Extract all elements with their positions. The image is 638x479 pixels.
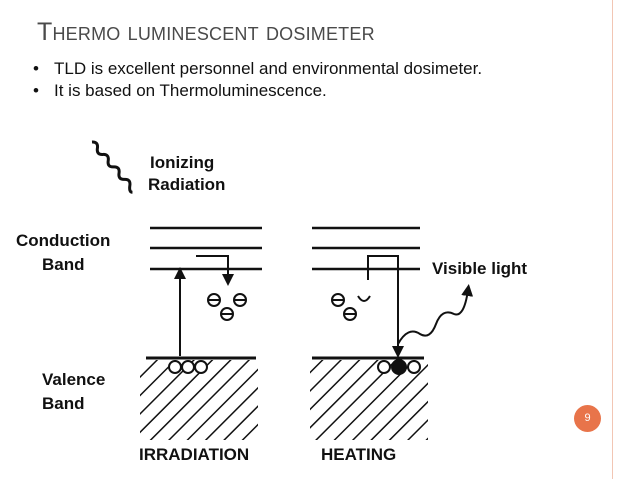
visible-light-label: Visible light — [432, 259, 527, 278]
bullet-text: TLD is excellent personnel and environme… — [54, 59, 483, 78]
heating-panel: Visible light HEATING — [310, 226, 527, 464]
release-arrow — [367, 255, 404, 358]
page-number-badge: 9 — [574, 405, 601, 432]
radiation-label: Radiation — [148, 175, 225, 194]
bullet-list: • TLD is excellent personnel and environ… — [32, 58, 552, 102]
trapped-electron-icon — [207, 293, 247, 321]
trap-arrow — [196, 255, 234, 286]
slide-title: Thermo luminescent dosimeter — [37, 18, 375, 46]
hole-icon — [168, 360, 208, 374]
bullet-item: • It is based on Thermoluminescence. — [32, 80, 552, 102]
bullet-icon: • — [33, 59, 39, 78]
irradiation-label: IRRADIATION — [139, 445, 249, 464]
radiation-wave-icon — [91, 140, 133, 194]
conduction-label: Conduction — [16, 231, 110, 250]
heating-label: HEATING — [321, 445, 396, 464]
conduction-band-label: Band — [42, 255, 85, 274]
recombination-icon — [377, 359, 421, 375]
irradiation-panel: IRRADIATION — [139, 226, 262, 464]
trapped-electron-icon — [331, 293, 371, 321]
valence-band-hatch — [310, 360, 428, 440]
tld-band-diagram: Ionizing Radiation Conduction Band Valen… — [16, 140, 527, 464]
ionizing-label: Ionizing — [150, 153, 214, 172]
valence-band-label: Band — [42, 394, 85, 413]
right-edge-rule — [612, 0, 613, 479]
emission-squiggle — [397, 284, 474, 345]
bullet-item: • TLD is excellent personnel and environ… — [32, 58, 552, 80]
bullet-text: It is based on Thermoluminescence. — [54, 81, 327, 100]
bullet-icon: • — [33, 81, 39, 100]
valence-label: Valence — [42, 370, 105, 389]
